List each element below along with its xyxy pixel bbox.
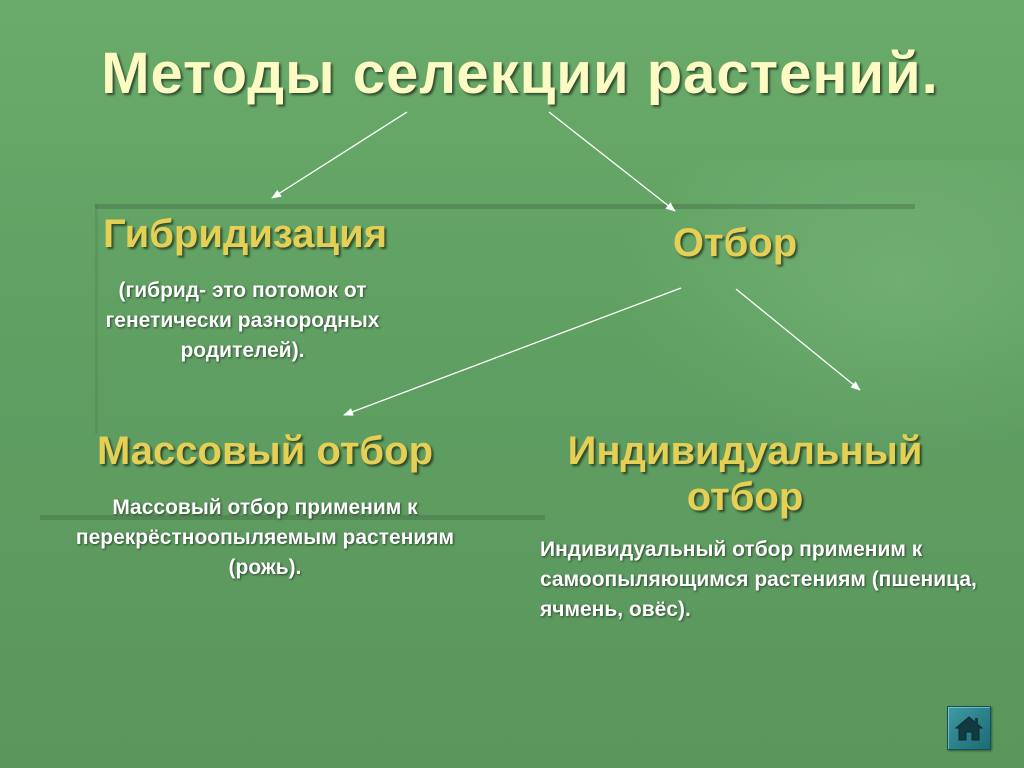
arrow-selection-to-mass [343, 287, 682, 416]
home-icon [954, 716, 984, 741]
home-button[interactable] [947, 706, 991, 750]
individual-selection-description: Индивидуальный отбор применим к самоопыл… [540, 538, 977, 621]
arrow-title-to-hybridization [271, 111, 408, 199]
slide-title: Методы селекции растений. [101, 41, 939, 106]
mass-selection-description: Массовый отбор применим к перекрёстноопы… [75, 496, 455, 579]
individual-selection-heading: Индивидуальный отбор [567, 429, 923, 519]
mass-selection-heading: Массовый отбор [96, 429, 434, 473]
hybridization-description: (гибрид- это потомок от генетически разн… [105, 279, 380, 362]
hybridization-heading: Гибридизация [102, 212, 388, 256]
arrow-selection-to-individual [735, 288, 861, 391]
arrow-title-to-selection [548, 111, 676, 212]
selection-heading: Отбор [672, 221, 798, 265]
